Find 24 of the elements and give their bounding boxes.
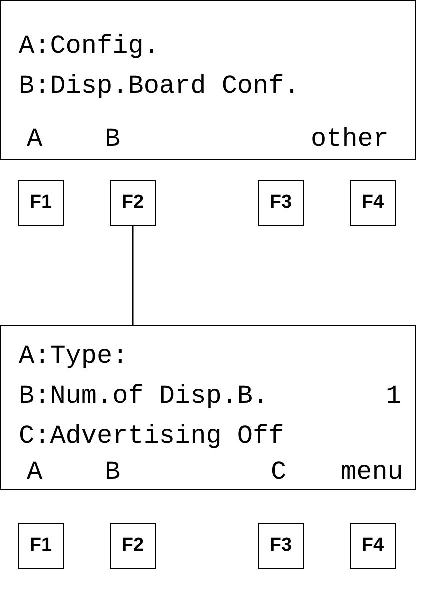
function-key: F4 bbox=[350, 180, 396, 226]
screen-text: A:Config. bbox=[19, 33, 160, 59]
function-key: F2 bbox=[110, 523, 156, 569]
screen-text: B:Num.of Disp.B. bbox=[19, 383, 269, 409]
function-key: F3 bbox=[258, 180, 304, 226]
screen-text: menu bbox=[341, 459, 404, 485]
function-key: F2 bbox=[110, 180, 156, 226]
screen-text: other bbox=[311, 126, 390, 152]
function-key: F4 bbox=[350, 523, 396, 569]
screen-text: B bbox=[105, 126, 121, 152]
function-key: F1 bbox=[18, 180, 64, 226]
screen-text: A bbox=[27, 459, 43, 485]
connector-line bbox=[132, 226, 134, 325]
lcd-screen bbox=[0, 325, 416, 490]
screen-text: A bbox=[27, 126, 43, 152]
function-key: F1 bbox=[18, 523, 64, 569]
function-key: F3 bbox=[258, 523, 304, 569]
screen-text: B:Disp.Board Conf. bbox=[19, 73, 300, 99]
screen-text: 1 bbox=[386, 383, 402, 409]
lcd-screen bbox=[0, 0, 416, 160]
screen-text: C bbox=[271, 459, 287, 485]
screen-text: A:Type: bbox=[19, 343, 128, 369]
screen-text: B bbox=[105, 459, 121, 485]
screen-text: C:Advertising Off bbox=[19, 423, 284, 449]
